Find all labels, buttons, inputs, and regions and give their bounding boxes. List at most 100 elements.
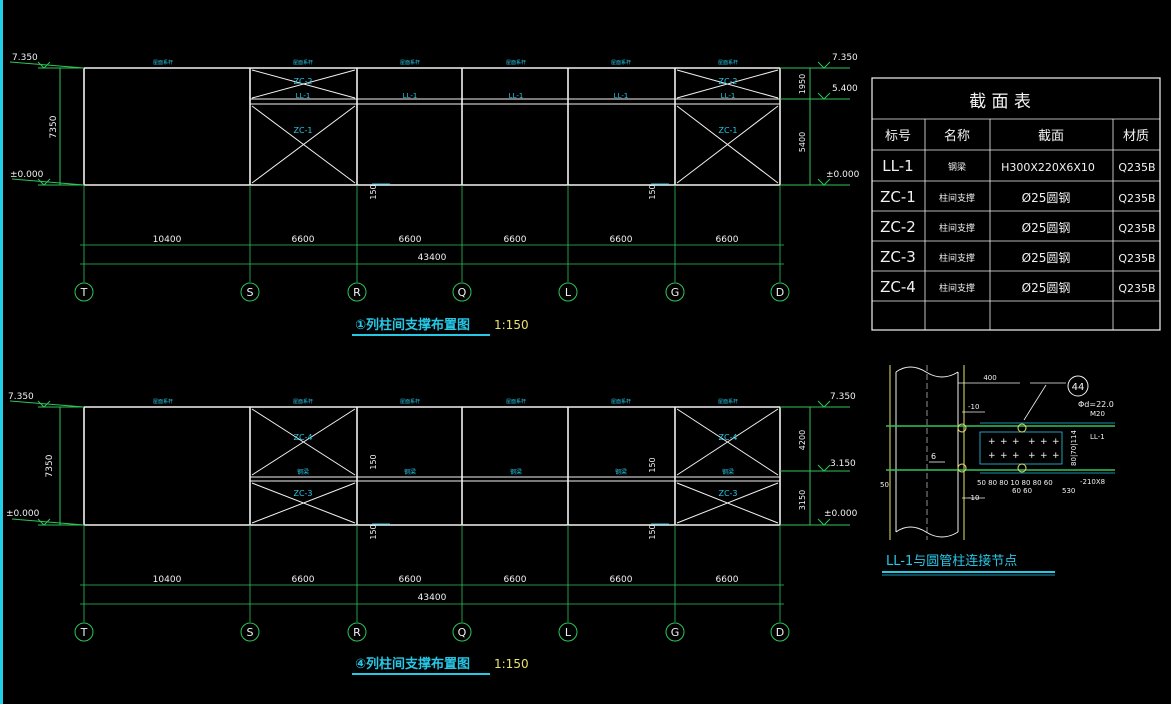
- plate-size: -210X8: [1080, 478, 1105, 486]
- drawing-2-title: ④列柱间支撑布置图: [355, 656, 470, 672]
- tie-label: 屋面系杆: [153, 398, 173, 405]
- drawing-1: ZC-2 ZC-2 ZC-1 ZC-1 LL-1 LL-1 LL-1 LL-1 …: [9, 53, 860, 336]
- beam-flanges: [886, 425, 1115, 471]
- vertical-dims: 80|70|114: [1070, 430, 1078, 466]
- elev-top-left: 7.350: [8, 392, 34, 402]
- drawing-1-bracing: [251, 69, 779, 184]
- axis-bubble: Q: [452, 282, 472, 302]
- svg-text:Q235B: Q235B: [1118, 252, 1155, 265]
- elev-zero-left: ±0.000: [10, 170, 44, 180]
- note-150: 150: [648, 184, 657, 199]
- drawing-1-left-elev: [9, 61, 85, 186]
- brace-label-zc1-right: ZC-1: [718, 126, 737, 135]
- svg-text:+: +: [1052, 437, 1060, 447]
- axis-bubble: G: [665, 622, 685, 642]
- tie-label: 屋面系杆: [293, 59, 313, 66]
- section-table: 截 面 表 标号 名称 截面 材质 LL-1 钢梁 H300X220X6X10 …: [871, 77, 1161, 331]
- svg-text:柱间支撑: 柱间支撑: [939, 282, 975, 294]
- axis-bubble: S: [240, 622, 260, 642]
- dim-lower: 3150: [798, 490, 807, 510]
- tie-label: 屋面系杆: [611, 59, 631, 66]
- span-dim: 6600: [610, 575, 633, 585]
- svg-text:+: +: [1028, 437, 1036, 447]
- drawing-2-left-elev: [9, 400, 85, 526]
- plate-thk-a: -10: [968, 403, 979, 411]
- bolt-hole: Φd=22.0: [1078, 400, 1114, 409]
- note-150: 150: [369, 454, 378, 469]
- tie-label: 屋面系杆: [718, 398, 738, 405]
- svg-text:R: R: [353, 626, 361, 639]
- detail-leaders: [929, 382, 1066, 499]
- svg-text:柱间支撑: 柱间支撑: [939, 252, 975, 264]
- bolt-size: M20: [1090, 410, 1105, 418]
- connection-detail: ++++++ ++++++ 44 400 -10 -10 6 50 Φd=22.…: [880, 365, 1115, 576]
- mid-tie-label: 钢梁: [722, 468, 734, 476]
- round-column: [895, 366, 959, 538]
- elev-zero-right: ±0.000: [824, 509, 858, 519]
- span-dim: 6600: [504, 235, 527, 245]
- svg-text:Ø25圆钢: Ø25圆钢: [1022, 221, 1071, 235]
- dim-400: 400: [983, 374, 996, 382]
- beam-label: LL-1: [721, 92, 736, 100]
- svg-text:G: G: [671, 286, 680, 299]
- svg-text:H300X220X6X10: H300X220X6X10: [1001, 161, 1095, 174]
- tie-label: 屋面系杆: [400, 59, 420, 66]
- drawing-2-bracing: [251, 408, 779, 524]
- svg-text:柱间支撑: 柱间支撑: [939, 222, 975, 234]
- brace-label-zc2-right: ZC-2: [718, 77, 737, 86]
- tie-label: 屋面系杆: [293, 398, 313, 405]
- table-header: 标号 名称 截面 材质: [885, 128, 1149, 144]
- span-dim: 10400: [153, 575, 182, 585]
- span-dim: 6600: [610, 235, 633, 245]
- detail-title: LL-1与圆管柱连接节点: [886, 553, 1017, 569]
- detail-beam-label: LL-1: [1090, 433, 1105, 441]
- axis-bubble: R: [347, 282, 367, 302]
- svg-text:Q235B: Q235B: [1118, 192, 1155, 205]
- svg-text:T: T: [80, 286, 88, 299]
- svg-text:+: +: [1040, 451, 1048, 461]
- drawing-1-frame: [83, 67, 781, 186]
- svg-text:+: +: [1040, 437, 1048, 447]
- svg-text:Ø25圆钢: Ø25圆钢: [1022, 281, 1071, 295]
- elev-mid-right: 3.150: [830, 459, 856, 469]
- brace-label-zc4-left: ZC-4: [293, 433, 312, 442]
- table-row: ZC-2 柱间支撑 Ø25圆钢 Q235B: [880, 218, 1155, 236]
- svg-text:S: S: [247, 286, 254, 299]
- span-dim: 6600: [716, 235, 739, 245]
- weld-size: 6: [931, 452, 936, 461]
- drawing-2: ZC-4 ZC-4 ZC-3 ZC-3 钢梁 钢梁 钢梁 钢梁 钢梁 屋面系杆 …: [6, 392, 858, 675]
- drawing-2-grid-lines: [80, 525, 784, 622]
- table-title: 截 面 表: [969, 92, 1031, 112]
- beam-lines: [979, 422, 1115, 474]
- beam-label: LL-1: [509, 92, 524, 100]
- svg-text:ZC-2: ZC-2: [880, 218, 916, 236]
- table-row: ZC-4 柱间支撑 Ø25圆钢 Q235B: [880, 278, 1155, 296]
- beam-label: LL-1: [403, 92, 418, 100]
- axis-bubble: R: [347, 622, 367, 642]
- dim-upper: 1950: [798, 74, 807, 94]
- span-dim: 6600: [399, 235, 422, 245]
- drawing-2-mid-tie: [250, 476, 780, 482]
- bolt-group: ++++++ ++++++: [988, 437, 1060, 461]
- note-150: 150: [648, 457, 657, 472]
- svg-text:LL-1: LL-1: [882, 157, 913, 175]
- span-dim: 6600: [292, 235, 315, 245]
- weld-ref-bubble: [1067, 375, 1089, 397]
- drawing-1-scale: 1:150: [494, 318, 529, 332]
- mid-tie-label: 钢梁: [615, 468, 627, 476]
- elev-top-right: 7.350: [832, 53, 858, 63]
- svg-text:ZC-1: ZC-1: [880, 188, 916, 206]
- dim-height-left: 7350: [45, 454, 55, 477]
- span-dim: 10400: [153, 235, 182, 245]
- weld-ref: 44: [1072, 382, 1085, 393]
- total-dim: 43400: [418, 253, 447, 263]
- drawing-1-right-elev: [780, 61, 850, 186]
- note-150: 150: [369, 184, 378, 199]
- drawing-2-span-dims: 10400 6600 6600 6600 6600 6600 43400: [153, 575, 739, 603]
- axis-bubble: Q: [452, 622, 472, 642]
- tie-label: 屋面系杆: [400, 398, 420, 405]
- brace-label-zc1-left: ZC-1: [293, 126, 312, 135]
- header-cell: 标号: [885, 129, 911, 144]
- drawing-1-grid-lines: [80, 185, 784, 282]
- header-cell: 材质: [1123, 129, 1149, 144]
